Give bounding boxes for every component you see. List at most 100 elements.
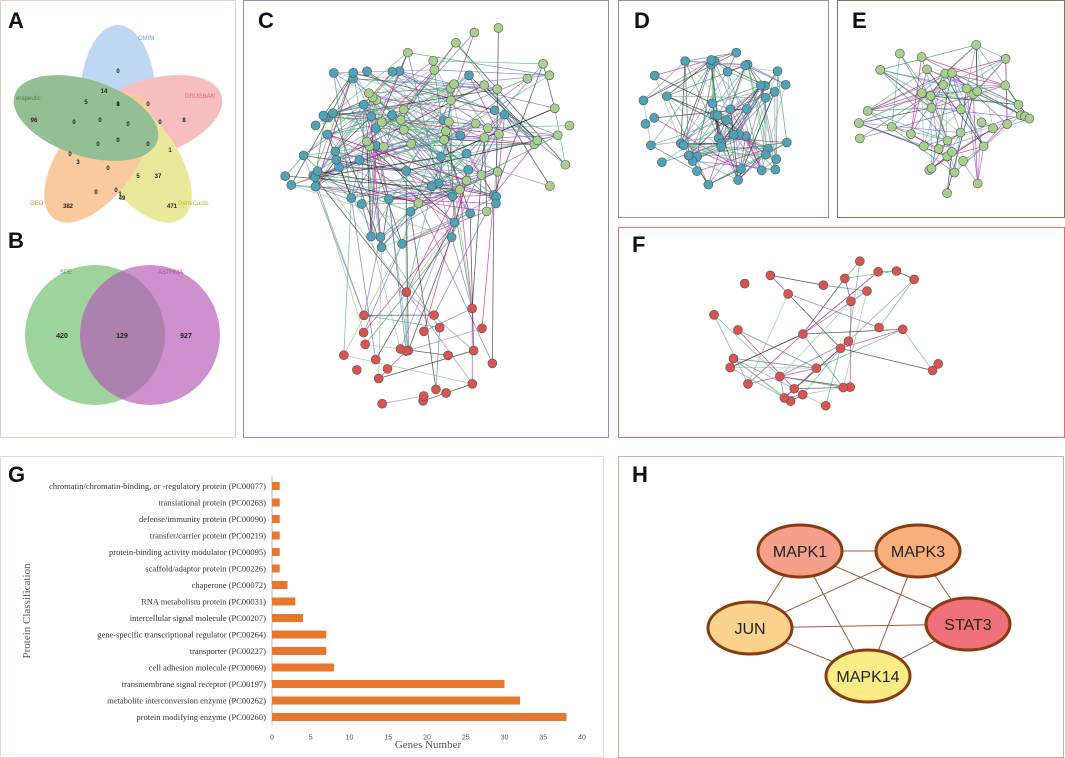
network-node bbox=[366, 111, 377, 122]
network-node bbox=[489, 105, 500, 116]
network-edge bbox=[333, 72, 352, 199]
network-node bbox=[405, 206, 416, 217]
network-edge bbox=[683, 144, 777, 160]
network-node bbox=[926, 103, 937, 113]
network-node bbox=[897, 324, 908, 335]
network-node bbox=[360, 339, 370, 350]
network-edge bbox=[966, 88, 979, 184]
venn2-circle-asthma bbox=[80, 265, 220, 405]
category-label: transfer/carrier protein (PC00219) bbox=[150, 531, 266, 541]
network-edge bbox=[369, 146, 455, 223]
network-edge bbox=[880, 69, 967, 89]
network-node bbox=[895, 48, 905, 59]
category-label: transporter (PC00227) bbox=[190, 646, 266, 656]
network-edge bbox=[303, 60, 434, 156]
network-edge bbox=[879, 69, 961, 133]
network-node bbox=[855, 133, 865, 144]
venn5-count: 49 bbox=[119, 196, 126, 202]
network-node bbox=[1013, 99, 1024, 110]
network-node bbox=[925, 91, 936, 101]
network-node bbox=[1024, 113, 1035, 124]
bar bbox=[272, 498, 280, 507]
network-node bbox=[638, 95, 649, 106]
network-edge bbox=[406, 327, 483, 352]
panel-label-a: A bbox=[8, 8, 24, 33]
network-edge bbox=[683, 144, 722, 148]
network-edge bbox=[842, 290, 868, 388]
network-edge bbox=[680, 59, 712, 144]
hub-node bbox=[824, 648, 912, 704]
network-node bbox=[362, 66, 372, 77]
bar bbox=[272, 663, 334, 672]
network-node bbox=[782, 137, 792, 148]
network-node bbox=[722, 66, 733, 77]
network-edge bbox=[976, 44, 1006, 60]
network-node bbox=[491, 198, 501, 209]
network-edge bbox=[643, 59, 712, 101]
network-node bbox=[740, 60, 751, 71]
network-edge bbox=[983, 123, 1008, 147]
network-node bbox=[779, 393, 790, 403]
network-edge bbox=[747, 64, 767, 155]
network-edge bbox=[680, 85, 766, 144]
panel-label-b: B bbox=[8, 228, 24, 253]
network-node bbox=[354, 155, 365, 165]
network-node bbox=[783, 289, 793, 299]
network-edge bbox=[542, 63, 556, 109]
network-node bbox=[706, 55, 717, 65]
network-edge bbox=[350, 197, 377, 360]
network-node bbox=[370, 354, 381, 365]
network-node bbox=[447, 191, 458, 202]
network-edge bbox=[650, 64, 712, 146]
network-edge bbox=[459, 189, 473, 309]
network-edge bbox=[332, 99, 377, 114]
network-edge bbox=[399, 70, 538, 141]
network-edge bbox=[332, 52, 409, 114]
network-edge bbox=[407, 237, 452, 351]
network-edge bbox=[784, 387, 844, 399]
network-node bbox=[728, 353, 739, 364]
network-edge bbox=[983, 104, 1019, 147]
network-edge bbox=[710, 64, 748, 110]
venn5-count: 3 bbox=[76, 160, 80, 166]
network-node bbox=[886, 121, 897, 132]
network-edge bbox=[324, 88, 498, 118]
network-node bbox=[942, 188, 952, 198]
category-label: chaperone (PC00072) bbox=[192, 580, 267, 590]
network-edge bbox=[495, 114, 505, 204]
network-edge bbox=[802, 328, 903, 335]
venn5-count: 8 bbox=[182, 118, 186, 124]
network-edge bbox=[382, 395, 424, 405]
hub-node bbox=[924, 596, 1012, 652]
network-node bbox=[441, 388, 451, 398]
network-edge bbox=[921, 56, 1006, 86]
network-edge bbox=[403, 42, 457, 110]
network-edge bbox=[802, 278, 846, 335]
network-edge bbox=[975, 44, 978, 92]
network-edge bbox=[737, 329, 817, 369]
network-node bbox=[955, 127, 966, 138]
network-node bbox=[479, 133, 490, 143]
network-node bbox=[395, 115, 406, 125]
network-node bbox=[499, 109, 510, 120]
network-edge bbox=[493, 144, 535, 196]
network-node bbox=[545, 181, 555, 191]
network-node bbox=[382, 364, 393, 374]
network-node bbox=[318, 110, 329, 121]
x-tick-label: 35 bbox=[539, 735, 547, 742]
network-edge bbox=[960, 108, 994, 129]
network-edge bbox=[727, 71, 763, 171]
network-edge bbox=[938, 84, 944, 149]
network-node bbox=[552, 130, 563, 141]
network-node bbox=[436, 152, 446, 162]
network-edge bbox=[406, 291, 473, 385]
category-label: protein-binding activity modulator (PC00… bbox=[109, 547, 266, 557]
network-node bbox=[401, 287, 412, 297]
network-node bbox=[493, 23, 504, 33]
network-edge bbox=[466, 140, 538, 155]
network-edge bbox=[363, 104, 469, 171]
network-node bbox=[358, 99, 369, 110]
network-node bbox=[532, 135, 543, 146]
venn5-count: 0 bbox=[94, 190, 98, 196]
